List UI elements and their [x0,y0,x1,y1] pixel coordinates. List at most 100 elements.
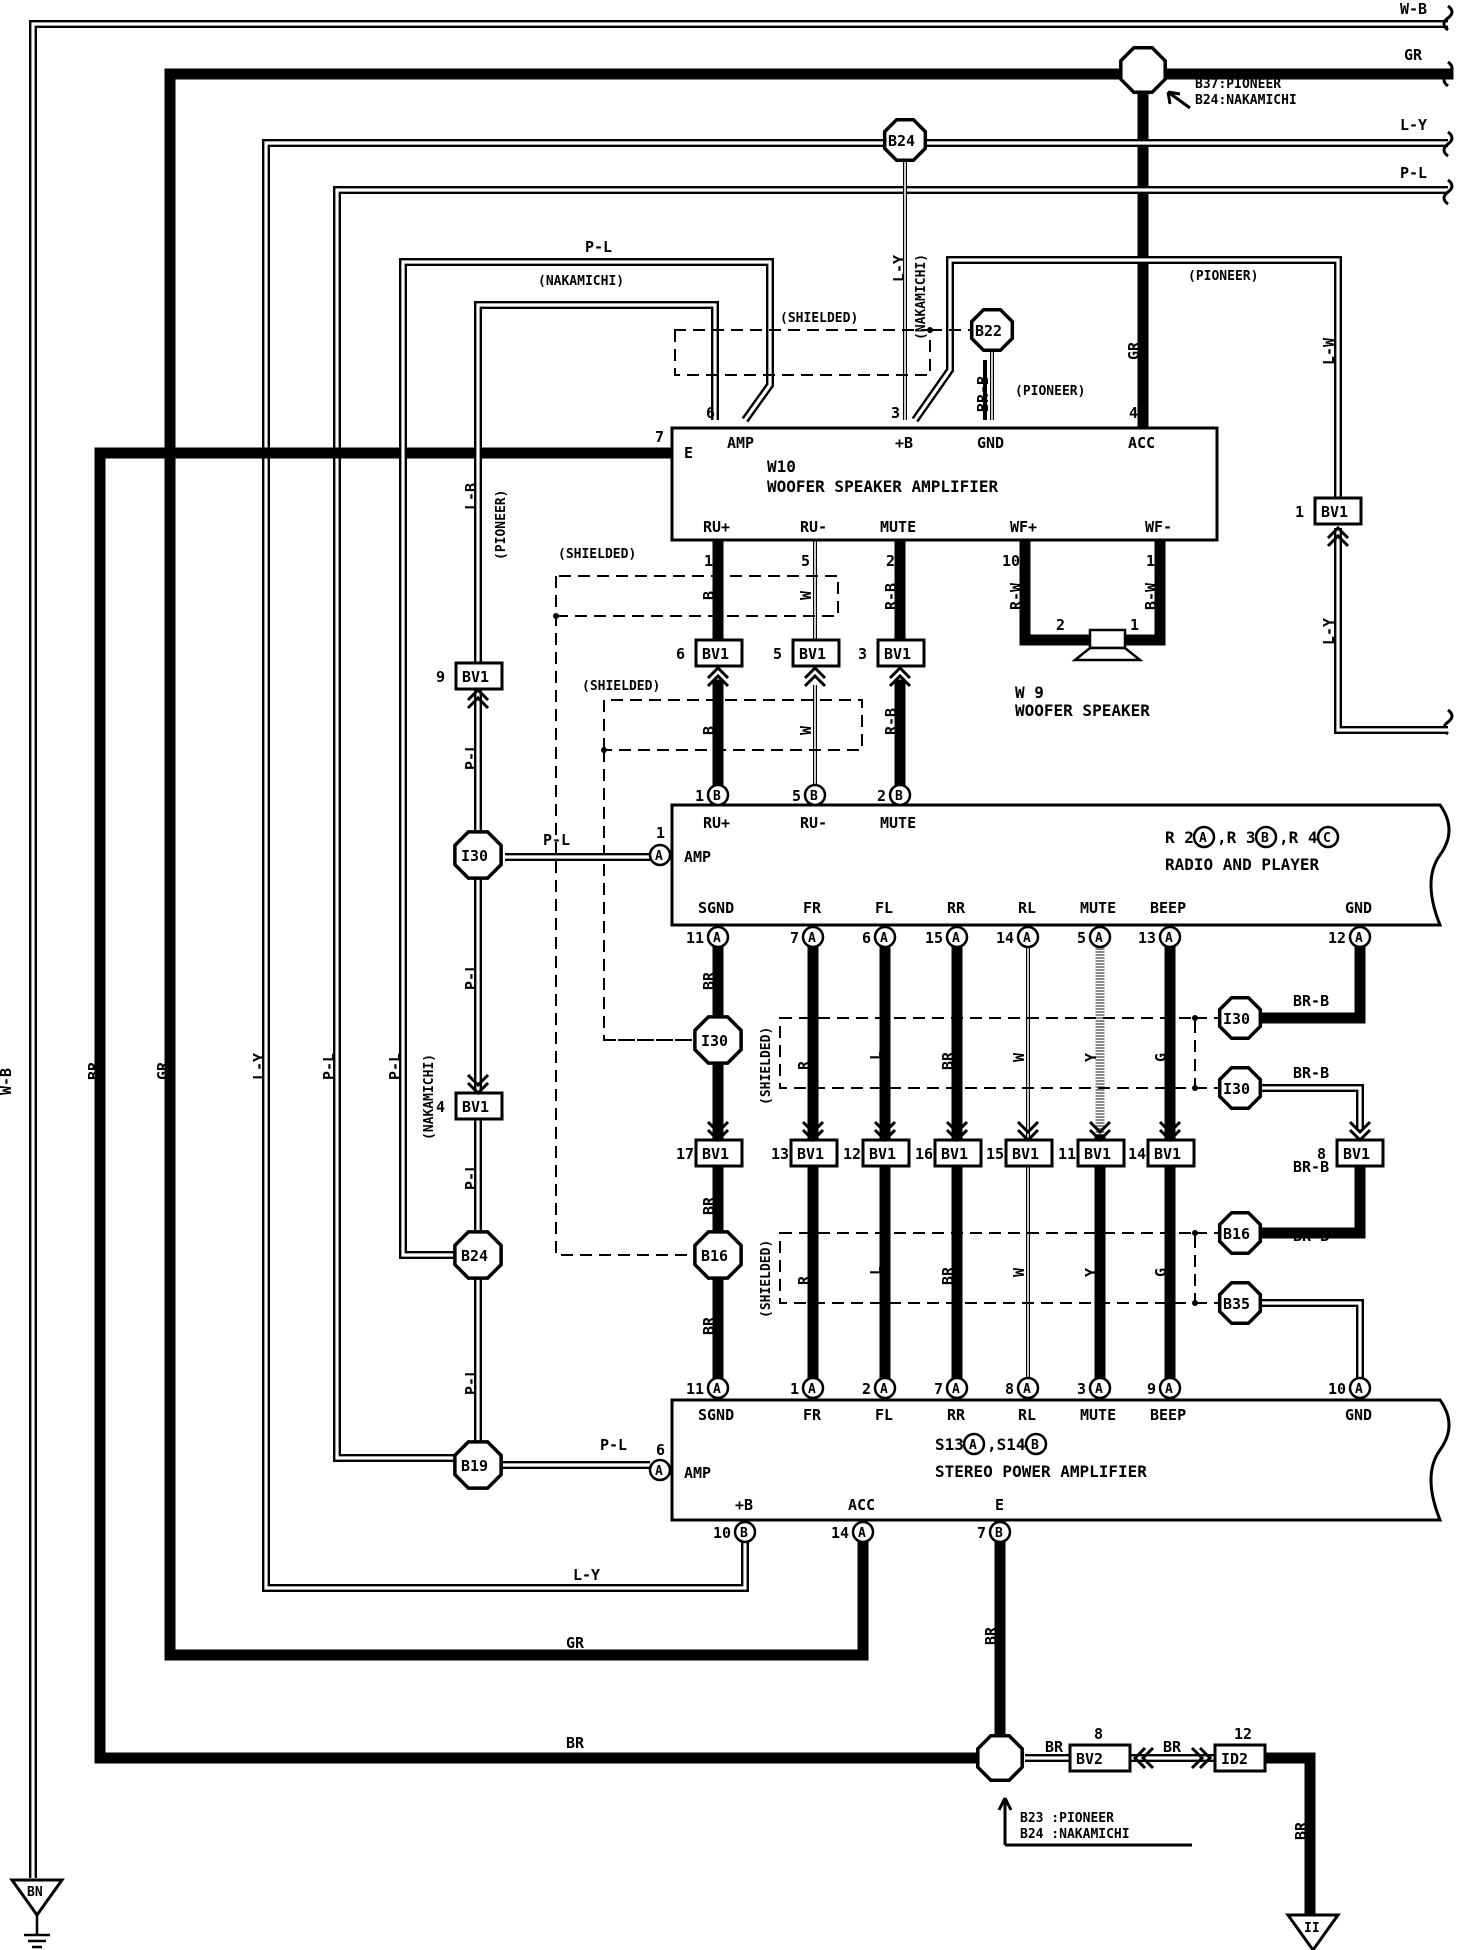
junction-b24-left [453,1230,503,1280]
radio-amp-label: AMP [684,848,711,866]
radio-top-pin-0-conn: B [713,789,721,804]
radio-and-player [670,803,1451,927]
stereo-top-pin-2 [873,1376,897,1400]
radio-amp-pin-conn: A [655,849,663,864]
radio-bot-pin-7 [1348,925,1372,949]
bv2-label: BV2 [1076,1750,1103,1768]
w10-top-name-2: GND [977,434,1004,452]
stereo-bot-pin-2-conn: B [995,1526,1003,1541]
top-splice-note-2: B24:NAKAMICHI [1195,93,1297,108]
radio-bot-pin-1-num: 7 [790,929,799,947]
w10-bot-num-1: 5 [801,552,810,570]
bv1-row-4-label: BV1 [1012,1145,1039,1163]
code-letter: A [969,1438,977,1453]
stereo-amp-pin [648,1458,672,1482]
stereo-top-pin-0 [706,1376,730,1400]
w10-bot-name-2: MUTE [880,518,916,536]
wire-label-37: BR [700,1196,718,1215]
stereo-top-pin-7-conn: A [1355,1382,1363,1397]
bv1-row-6 [1146,1138,1196,1168]
woofer-speaker-icon [1071,628,1144,662]
code-circle [1192,825,1216,849]
radio-top-pin-1 [803,783,827,807]
radio-top-pin-0 [706,783,730,807]
stereo-top-pin-4-num: 8 [1005,1380,1014,1398]
stereo-bot-pin-2-name: E [995,1496,1004,1514]
stereo-top-pin-2-conn: A [880,1382,888,1397]
arrow-down-0 [706,1120,730,1143]
ground-right-label: II [1304,1921,1320,1936]
wire-label-42: W [1010,1052,1028,1062]
stereo-top-pin-4-conn: A [1023,1382,1031,1397]
w10-top-num-3: 4 [1129,404,1138,422]
w10-bot-name-0: RU+ [703,518,730,536]
wire-label-47: BR [939,1266,957,1285]
w10-bot-num-4: 1 [1146,552,1155,570]
w10-top-name-0: AMP [727,434,754,452]
wire-label-27: BR-B [974,376,992,412]
bus-terminators [1442,4,1454,736]
bv1-row-3 [933,1138,983,1168]
wire-label-12: W-B [0,1068,15,1095]
wire-label-11: BR-B [1293,992,1329,1010]
junction-b22 [969,307,1015,353]
w9-code: W 9 [1015,683,1044,702]
stereo-top-pin-6-name: BEEP [1150,1406,1186,1424]
w10-top-name-3: ACC [1128,434,1155,452]
stereo-bot-pin-0 [733,1520,757,1544]
ground-right [1285,1913,1341,1950]
arrow-down-1 [801,1120,825,1143]
code-letter: B [1031,1438,1039,1453]
id2 [1213,1743,1267,1773]
wire-label-2: P-L [543,831,570,849]
wire-label-5: BR [566,1734,585,1752]
arrow-down-left [466,1073,490,1096]
stereo-top-pin-1-conn: A [808,1382,816,1397]
w10-top-name-1: +B [895,434,913,452]
wire-label-0: P-L [585,238,612,256]
bottom-splice-note-1: B23 :PIONEER [1020,1811,1114,1826]
id2-num: 12 [1234,1725,1252,1743]
w9-pin1: 1 [1130,616,1139,634]
wire-label-23: L-Y [890,255,908,282]
radio-bot-pin-6-conn: A [1165,931,1173,946]
splice-bottom [976,1734,1024,1782]
shield-box-r1 [779,1017,1196,1089]
radio-bot-pin-1 [801,925,825,949]
stereo-top-pin-3-num: 7 [934,1380,943,1398]
stereo-top-pin-3-conn: A [952,1382,960,1397]
wire-label-41: BR [939,1051,957,1070]
radio-bot-pin-0-conn: A [713,931,721,946]
radio-bot-pin-4-name: RL [1018,899,1036,917]
arrow-down-gnd [1348,1120,1372,1143]
stereo-top-pin-4-name: RL [1018,1406,1036,1424]
wire-label-24: GR [1125,341,1143,360]
note-nakamichi-vert: (NAKAMICHI) [914,254,929,340]
wire-label-34: W [797,725,815,735]
arrow-down-2 [873,1120,897,1143]
wire-label-8: BR-B [1293,1158,1329,1176]
radio-bot-pin-4-num: 14 [996,929,1014,947]
code-circle [962,1432,986,1456]
code-text: ,S14 [987,1435,1026,1454]
w9-pin2: 2 [1056,616,1065,634]
bv1-row-3-num: 16 [915,1145,933,1163]
radio-bot-pin-3-conn: A [952,931,960,946]
edge-label-wb: W-B [1400,0,1427,18]
bv1-row-2-label: BV1 [869,1145,896,1163]
wire-label-20: P-L [462,963,480,990]
w10-pin-e-num: 7 [655,428,664,446]
radio-bot-pin-0-num: 11 [686,929,704,947]
bv1-left-mid-label: BV1 [462,1098,489,1116]
radio-name: RADIO AND PLAYER [1165,855,1319,874]
bv1-upper-0 [694,638,744,668]
stereo-bot-pin-1-name: ACC [848,1496,875,1514]
splice-top [1119,46,1167,94]
junction-i30-left [453,830,503,880]
junction-b19-label: B19 [461,1457,488,1475]
radio-bot-pin-3-name: RR [947,899,966,917]
wire-label-7: BR [1163,1738,1182,1756]
